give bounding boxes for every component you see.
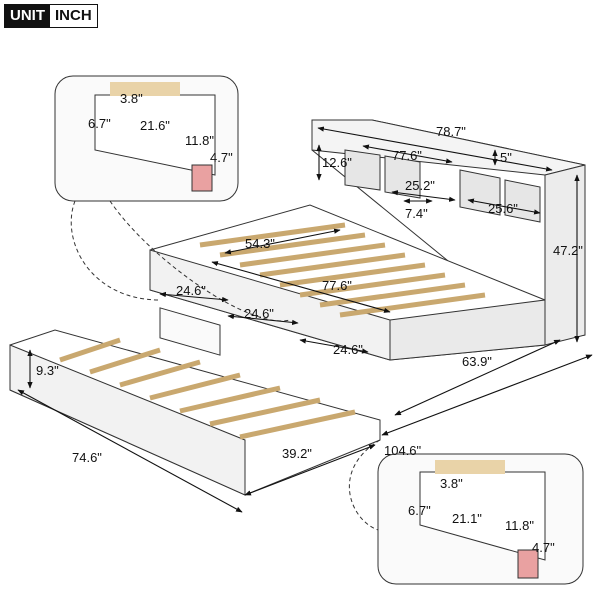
detail-top-d1: 3.8": [120, 91, 143, 106]
dim-line-shelf-right: [467, 198, 541, 215]
detail-bottom-d1: 3.8": [440, 476, 463, 491]
detail-bottom-d3: 21.1": [452, 511, 482, 526]
detail-bottom-handle: [517, 549, 539, 579]
dim-line-drawer-2: [227, 313, 299, 326]
detail-bottom-d4: 11.8": [505, 518, 534, 533]
dim-line-trundle-length: [17, 389, 243, 513]
dim-inner-width: 77.6": [392, 148, 422, 163]
detail-top-d2: 6.7": [88, 116, 111, 131]
inch-label: INCH: [50, 5, 97, 27]
dim-line-overall-length: [381, 354, 593, 436]
dim-shelf-small: 7.4": [405, 206, 428, 221]
detail-top-d4: 11.8": [185, 133, 214, 148]
dim-trundle-width: 39.2": [282, 446, 312, 461]
detail-bottom-d2: 6.7": [408, 503, 431, 518]
dim-slat-width: 54.3": [245, 236, 275, 251]
dim-shelf-right: 25.6": [488, 201, 518, 216]
dimension-lines: [17, 126, 593, 513]
dim-line-trundle-width: [244, 444, 376, 496]
trundle-slats: [59, 337, 356, 440]
dim-line-inner-length: [211, 261, 391, 313]
dim-bed-depth: 63.9": [462, 354, 492, 369]
dim-overall-length: 104.6": [384, 443, 422, 458]
unit-label: UNIT: [5, 5, 50, 27]
trundle: [9, 329, 381, 496]
dimension-labels: 78.7" 77.6" 5" 12.6" 25.2" 25.6" 7.4" 47…: [36, 91, 583, 555]
dim-drawer-3: 24.6": [333, 342, 363, 357]
dim-shelf-middle: 25.2": [405, 178, 435, 193]
dim-line-inner-width: [362, 144, 453, 164]
dim-drawer-2: 24.6": [244, 306, 274, 321]
unit-badge: UNIT INCH: [4, 4, 98, 28]
dim-shelf-height: 12.6": [322, 155, 352, 170]
dim-headboard-height: 47.2": [553, 243, 583, 258]
detail-bottom-wood: [435, 460, 505, 474]
dim-trundle-height: 9.3": [36, 363, 59, 378]
dim-trundle-length: 74.6": [72, 450, 102, 465]
detail-top: [54, 75, 239, 202]
dim-line-drawer-1: [159, 291, 229, 303]
detail-top-d3: 21.6": [140, 118, 170, 133]
dim-overall-width: 78.7": [436, 124, 466, 139]
detail-top-wood: [110, 82, 180, 96]
drawer-1[interactable]: [159, 307, 221, 356]
dim-line-slat-width: [224, 228, 341, 255]
dim-drawer-1: 24.6": [176, 283, 206, 298]
detail-top-handle: [191, 164, 213, 192]
detail-top-d5: 4.7": [210, 150, 233, 165]
dim-inner-length: 77.6": [322, 278, 352, 293]
detail-bottom-d5: 4.7": [532, 540, 555, 555]
detail-bottom: [377, 453, 584, 585]
dim-shelf-depth: 5": [500, 150, 512, 165]
dim-line-drawer-3: [299, 338, 369, 354]
dim-line-shelf-middle: [391, 190, 456, 202]
